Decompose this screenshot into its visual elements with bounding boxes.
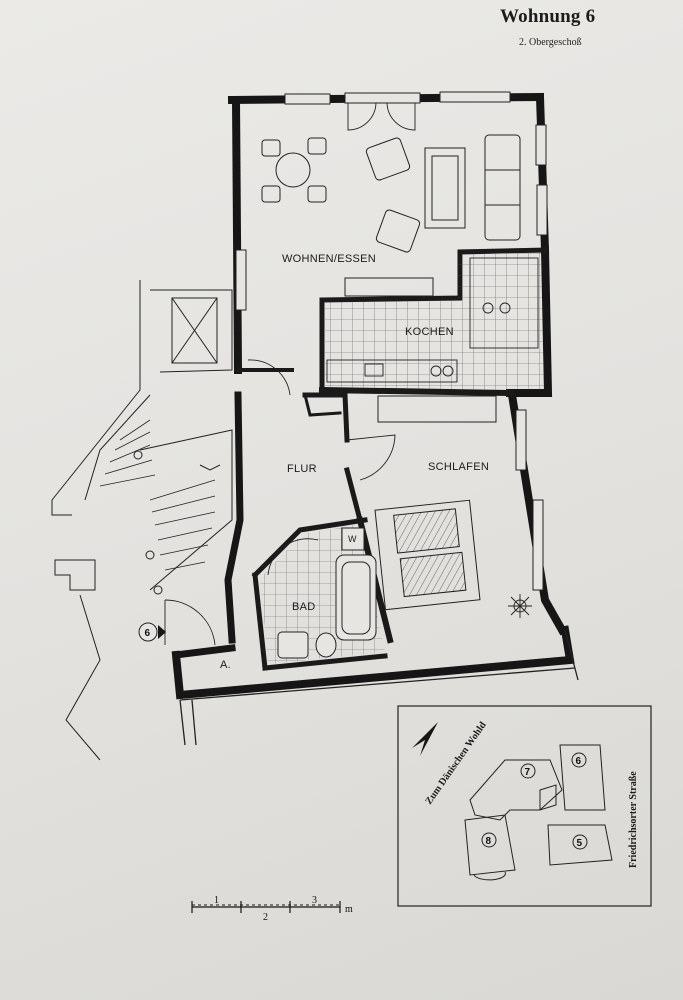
bath-door <box>267 538 319 576</box>
plant <box>508 594 532 618</box>
room-label-bad: BAD <box>292 601 316 613</box>
stairwell <box>51 280 233 761</box>
double-bed <box>374 499 481 611</box>
armchairs <box>365 137 421 253</box>
flur-door <box>247 359 396 481</box>
scale-tick-1: 1 <box>214 895 219 906</box>
entrance-door <box>164 599 216 646</box>
page-title: Wohnung 6 <box>500 6 596 27</box>
room-label-wohnen-essen: WOHNEN/ESSEN <box>282 253 376 265</box>
site-unit-6: 6 <box>576 756 582 767</box>
site-unit-5: 5 <box>577 838 583 849</box>
scale-tick-2: 2 <box>263 912 268 923</box>
room-label-kochen: KOCHEN <box>405 326 454 338</box>
site-unit-7: 7 <box>525 767 531 778</box>
room-label-schlafen: SCHLAFEN <box>428 461 489 473</box>
sofa <box>484 134 521 241</box>
site-unit-8: 8 <box>486 836 492 847</box>
kitchen-counter <box>326 257 539 383</box>
scale-unit: m <box>345 904 353 915</box>
street-label-west: Zum Dänischen Wohld <box>423 720 489 807</box>
sideboard <box>344 277 434 297</box>
wardrobe <box>377 395 497 423</box>
room-label-flur: FLUR <box>287 463 317 475</box>
room-label-abstell: A. <box>220 659 231 671</box>
coffee-table <box>424 147 466 229</box>
entrance-marker <box>138 622 166 642</box>
kitchen-floor-tiles <box>325 252 544 390</box>
balcony-door <box>347 102 416 131</box>
north-arrow-icon <box>412 722 438 756</box>
site-plan-inset: 7 6 8 5 Zum Dänischen Wohld Friedrichsor… <box>397 705 652 907</box>
room-label-wc: W <box>348 534 357 544</box>
scale-tick-3: 3 <box>312 895 317 906</box>
bathroom-fixtures <box>277 527 377 659</box>
scale-bar <box>191 901 341 913</box>
entrance-unit-number: 6 <box>145 628 151 639</box>
floor-subtitle: 2. Obergeschoß <box>519 37 582 48</box>
street-label-east: Friedrichsorter Straße <box>628 771 639 868</box>
dining-table <box>261 137 327 203</box>
balcony-outline <box>179 629 579 746</box>
windows <box>235 91 548 591</box>
